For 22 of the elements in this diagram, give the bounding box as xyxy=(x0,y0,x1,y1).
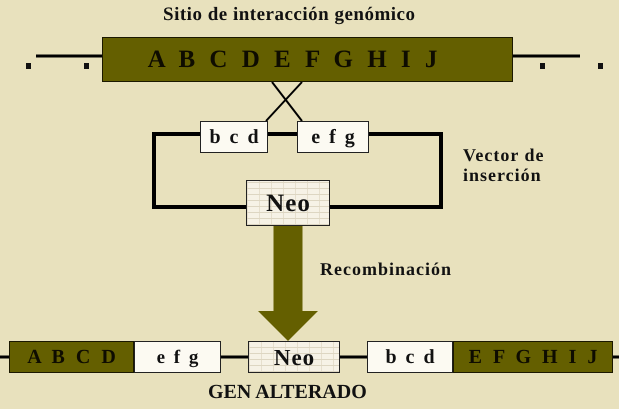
section-heading: Sitio de interacción genómico xyxy=(163,5,416,26)
edge-label: Recombinación xyxy=(320,260,452,280)
crossover-line xyxy=(265,81,303,122)
neo-cassette: Neo xyxy=(248,341,340,373)
result-caption: GEN ALTERADO xyxy=(208,381,367,403)
dna-segment: b c d xyxy=(200,121,268,153)
dna-strand-line xyxy=(36,54,102,58)
recombination-arrow xyxy=(258,226,318,341)
dna-strand-line xyxy=(340,356,367,358)
dna-segment: e f g xyxy=(134,341,221,373)
crossover-line xyxy=(271,81,303,122)
vector-label: Vector de inserción xyxy=(463,146,546,186)
dna-segment: A B C D xyxy=(9,341,134,373)
dna-segment: b c d xyxy=(367,341,453,373)
dna-strand-line xyxy=(513,54,580,58)
neo-cassette: Neo xyxy=(246,180,330,226)
dna-strand-line xyxy=(0,356,9,358)
dna-strand-line xyxy=(221,356,248,358)
dna-segment: E F G H I J xyxy=(453,341,613,373)
genomic-dna-bar: A B C D E F G H I J xyxy=(102,37,513,82)
dna-segment: e f g xyxy=(297,121,369,153)
dna-strand-line xyxy=(613,356,619,358)
